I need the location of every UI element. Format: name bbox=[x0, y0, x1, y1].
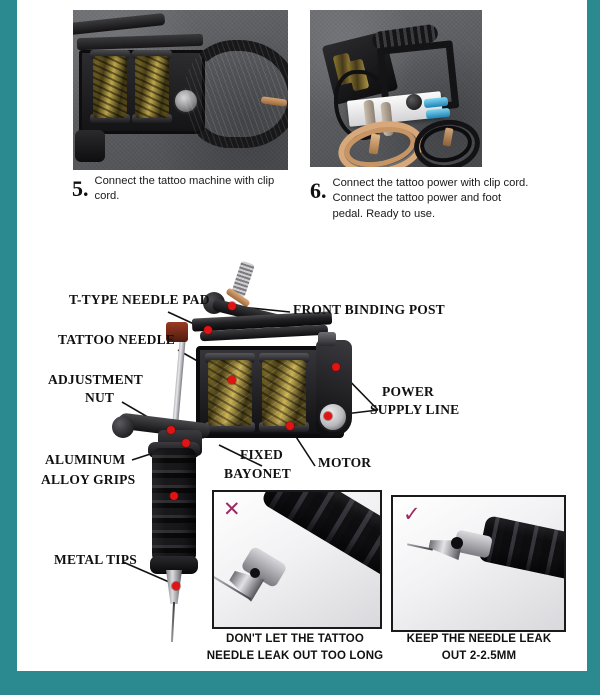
cross-icon: ✕ bbox=[223, 498, 241, 521]
clip-cord-texture bbox=[185, 40, 288, 148]
callout-dot-adjustment-nut bbox=[167, 426, 175, 434]
correct-needle-caption: KEEP THE NEEDLE LEAK OUT 2-2.5MM bbox=[406, 633, 552, 662]
step-5-caption: 5. Connect the tattoo machine with clip … bbox=[72, 174, 292, 205]
clip-cord bbox=[185, 40, 288, 148]
grip-bottom-collar bbox=[150, 556, 198, 574]
label-aluminum-alloy-grips-1: ALUMINUM bbox=[45, 452, 126, 467]
label-front-binding-post: FRONT BINDING POST bbox=[293, 302, 445, 317]
correct-needle-length-panel: ✓ bbox=[391, 495, 566, 632]
machine-coil bbox=[135, 56, 169, 118]
coil-cap bbox=[259, 422, 309, 432]
callout-dot-motor bbox=[286, 422, 294, 430]
frame-inner-gap bbox=[17, 0, 22, 671]
step-text: Connect the tattoo power with clip cord.… bbox=[332, 177, 529, 220]
callout-dot-fixed-bayonet bbox=[182, 439, 190, 447]
incorrect-needle-caption: DON'T LET THE TATTOO NEEDLE LEAK OUT TOO… bbox=[206, 633, 384, 662]
label-metal-tips: METAL TIPS bbox=[54, 552, 137, 567]
machine-coil bbox=[208, 360, 252, 426]
label-fixed-bayonet-2: BAYONET bbox=[224, 466, 291, 481]
incorrect-needle-length-panel: ✕ bbox=[212, 490, 382, 629]
callout-dot-metal-tips bbox=[172, 582, 180, 590]
tip-opening bbox=[451, 537, 463, 549]
power-supply-knob bbox=[406, 94, 422, 110]
motor-cap bbox=[318, 402, 348, 432]
parts-callout-diagram: T-TYPE NEEDLE PAD FRONT BINDING POST TAT… bbox=[0, 250, 600, 650]
frame-band-bottom bbox=[0, 671, 600, 695]
label-tattoo-needle: TATTOO NEEDLE bbox=[58, 332, 176, 347]
label-t-type-needle-pad: T-TYPE NEEDLE PAD bbox=[69, 292, 210, 307]
tip-opening bbox=[250, 568, 260, 578]
machine-cord bbox=[334, 70, 388, 140]
label-power-supply-line-1: POWER bbox=[382, 384, 435, 399]
step-6-photo bbox=[310, 10, 482, 167]
frame-band-left bbox=[0, 0, 17, 695]
callout-dot-tattoo-needle bbox=[228, 376, 236, 384]
check-icon: ✓ bbox=[403, 503, 421, 526]
aluminum-alloy-grip bbox=[152, 448, 196, 564]
callout-dot-front-binding-post bbox=[228, 302, 236, 310]
machine-coil bbox=[262, 360, 306, 426]
machine-foot bbox=[75, 130, 105, 162]
step-5-photo bbox=[73, 10, 288, 170]
label-adjustment-nut-line-1: ADJUSTMENT bbox=[48, 372, 144, 387]
coil-cap bbox=[132, 114, 172, 123]
coil-cap bbox=[205, 353, 255, 363]
step-6-caption: 6. Connect the tattoo power with clip co… bbox=[310, 176, 530, 222]
callout-dot-t-type-needle-pad bbox=[204, 326, 212, 334]
needle-clamp bbox=[166, 322, 188, 342]
coil-cap bbox=[90, 50, 130, 59]
label-adjustment-nut-line-2: NUT bbox=[85, 390, 115, 405]
step-text: Connect the tattoo machine with clip cor… bbox=[94, 175, 275, 203]
label-power-supply-line-2: SUPPLY LINE bbox=[370, 402, 460, 417]
frame-band-right bbox=[587, 0, 600, 695]
coil-cap bbox=[259, 353, 309, 363]
label-aluminum-alloy-grips-2: ALLOY GRIPS bbox=[41, 472, 136, 487]
machine-coil bbox=[93, 56, 127, 118]
coil-cap bbox=[132, 50, 172, 59]
coil-cap bbox=[90, 114, 130, 123]
coil-cap bbox=[205, 422, 255, 432]
callout-dot-power-supply-line-upper bbox=[332, 363, 340, 371]
label-fixed-bayonet-1: FIXED bbox=[240, 447, 284, 462]
adjustment-nut bbox=[112, 416, 134, 438]
step-number: 6. bbox=[310, 178, 327, 203]
label-motor: MOTOR bbox=[318, 455, 372, 470]
callout-dot-aluminum-alloy-grips bbox=[170, 492, 178, 500]
callout-dot-power-supply-line-lower bbox=[324, 412, 332, 420]
rear-binding-screw bbox=[318, 332, 336, 346]
step-number: 5. bbox=[72, 176, 89, 201]
